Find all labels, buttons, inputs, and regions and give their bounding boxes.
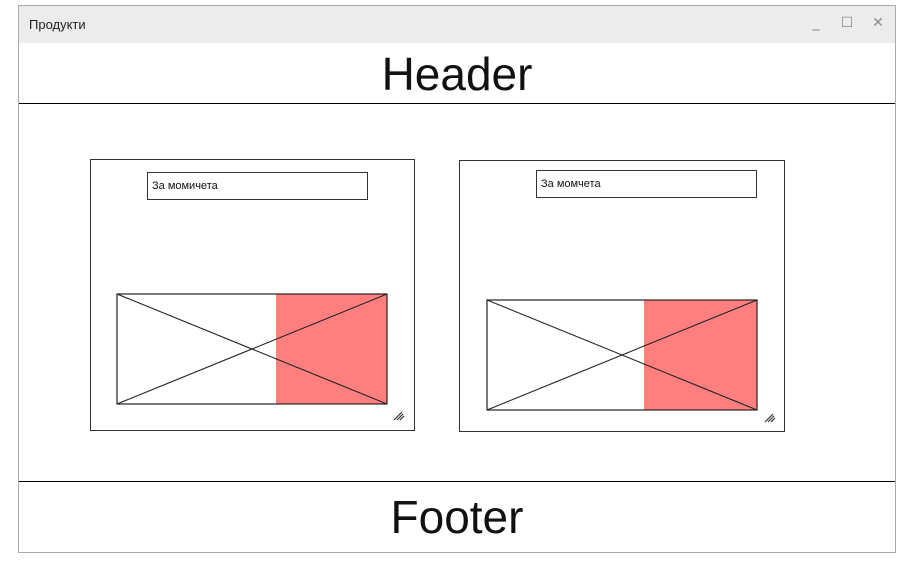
app-window: Продукти _ ☐ ✕ Header За момичета За мом… [18, 5, 896, 553]
minimize-button[interactable]: _ [812, 15, 820, 31]
product-card[interactable]: За момчета [459, 160, 785, 432]
card-title: За момичета [147, 172, 368, 200]
resize-grip-icon[interactable] [393, 409, 405, 421]
maximize-button[interactable]: ☐ [840, 15, 854, 31]
card-title: За момчета [536, 170, 757, 198]
product-card[interactable]: За момичета [90, 159, 415, 431]
close-button[interactable]: ✕ [872, 15, 884, 31]
content-area: За момичета За момчета [19, 104, 895, 481]
image-placeholder-icon [486, 299, 758, 411]
image-placeholder-icon [116, 293, 388, 405]
title-bar[interactable]: Продукти _ ☐ ✕ [19, 6, 895, 43]
page-footer: Footer [19, 481, 895, 554]
footer-title: Footer [390, 491, 524, 543]
page-header: Header [19, 43, 895, 104]
window-title: Продукти [29, 17, 86, 32]
resize-grip-icon[interactable] [764, 411, 776, 423]
header-title: Header [381, 48, 533, 100]
